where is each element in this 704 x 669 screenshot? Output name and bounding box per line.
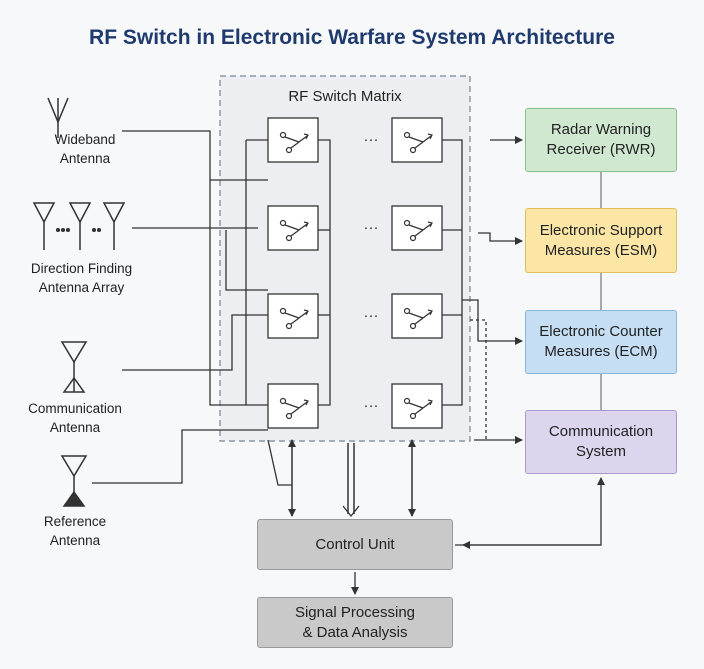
matrix-ellipsis: ··· [364, 307, 379, 324]
rf-switch-3-2 [391, 293, 443, 339]
rwr-box: Radar Warning Receiver (RWR) [525, 108, 677, 172]
esm-box: Electronic Support Measures (ESM) [525, 208, 677, 273]
control-lines [267, 439, 605, 595]
communication-antenna-label: Communication Antenna [28, 401, 122, 435]
matrix-ellipsis: ··· [364, 131, 379, 148]
rf-switch-1-1 [267, 117, 319, 163]
direction-finding-array-label: Direction Finding Antenna Array [30, 261, 133, 295]
ecm-box: Electronic Counter Measures (ECM) [525, 310, 677, 374]
antenna-feed-lines [92, 130, 268, 484]
communication-system-box: Communication System [525, 410, 677, 474]
rf-switch-1-2 [391, 117, 443, 163]
rf-switch-2-1 [267, 205, 319, 251]
wideband-antenna-label: Wideband Antenna [54, 132, 116, 166]
control-unit-box: Control Unit [257, 519, 453, 570]
rf-switch-2-2 [391, 205, 443, 251]
reference-antenna-label: Reference Antenna [43, 514, 107, 548]
rf-switch-3-1 [267, 293, 319, 339]
dipole-antenna-icon [47, 97, 69, 138]
rf-switch-4-2 [391, 383, 443, 429]
switch-interconnect-lines [318, 139, 463, 406]
page-title: RF Switch in Electronic Warfare System A… [89, 26, 615, 49]
matrix-ellipsis: ··· [364, 219, 379, 236]
antenna-array-icon [32, 202, 126, 250]
matrix-output-lines [462, 136, 523, 444]
reference-antenna-icon [60, 455, 88, 507]
rf-switch-4-1 [267, 383, 319, 429]
signal-processing-box: Signal Processing & Data Analysis [257, 597, 453, 648]
matrix-ellipsis: ··· [364, 397, 379, 414]
rf-switch-matrix-label: RF Switch Matrix [288, 88, 402, 105]
communication-antenna-icon [60, 341, 88, 393]
